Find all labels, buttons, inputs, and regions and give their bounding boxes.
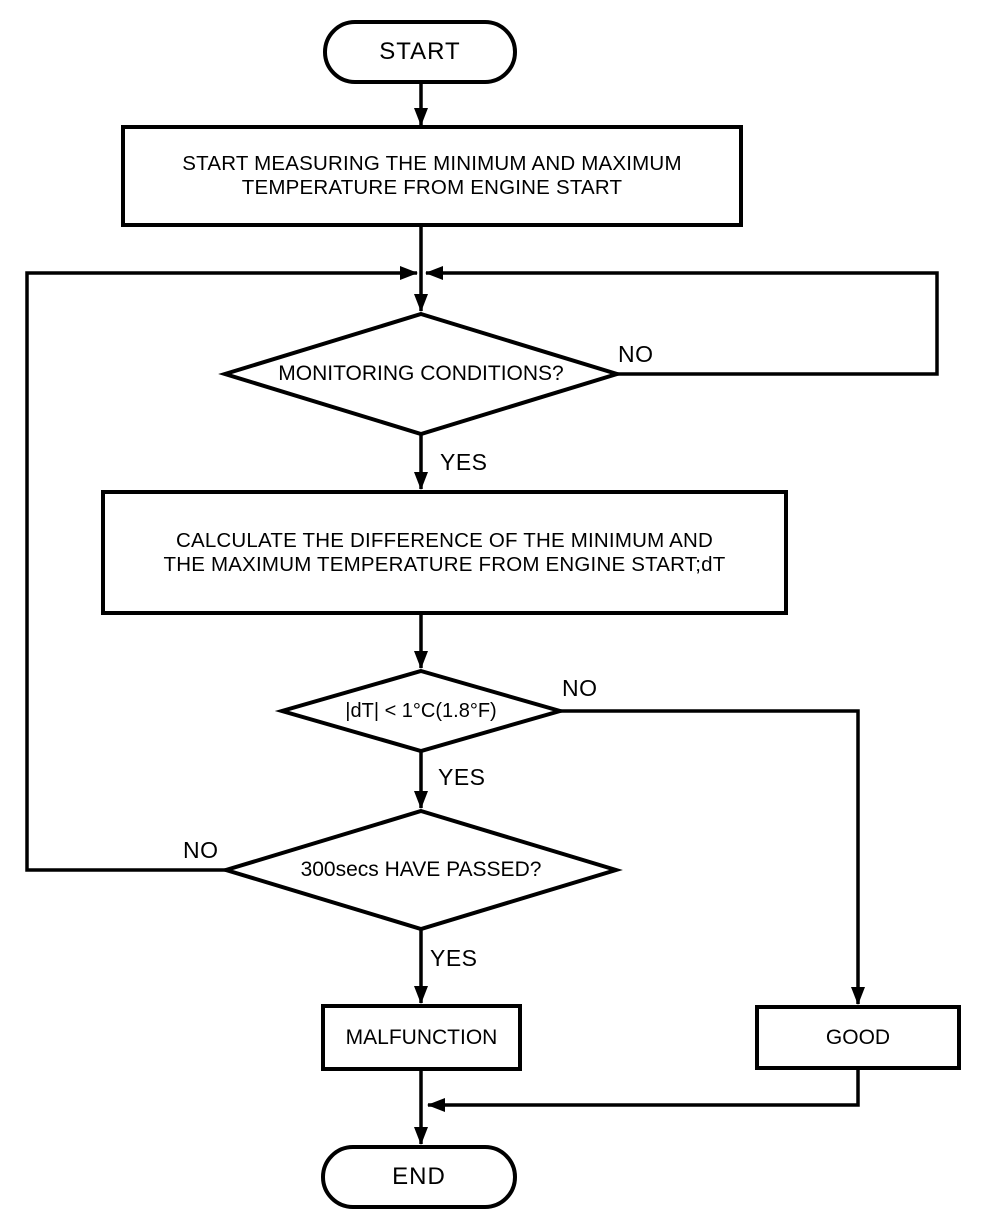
end-terminator-shape — [321, 1145, 517, 1209]
node-good: GOOD — [757, 1007, 959, 1068]
calculate-process-shape — [101, 490, 788, 615]
node-secs-check-label: 300secs HAVE PASSED? — [300, 858, 542, 881]
dt-decision-shape — [274, 668, 568, 754]
measure-process-shape — [121, 125, 743, 227]
edge-good-to-end-join — [427, 1068, 860, 1112]
node-malfunction-label: MALFUNCTION — [345, 1025, 498, 1049]
node-measure-line2: TEMPERATURE FROM ENGINE START — [241, 176, 623, 199]
node-calculate-line1: CALCULATE THE DIFFERENCE OF THE MINIMUM … — [175, 528, 714, 552]
edge-label-dt-yes: YES — [438, 764, 486, 790]
node-end-label: END — [392, 1163, 446, 1190]
node-dt-check-label: |dT| < 1°C(1.8°F) — [345, 699, 497, 722]
edge-label-secs-yes: YES — [430, 945, 478, 971]
start-terminator-shape — [323, 20, 517, 84]
node-dt-check: |dT| < 1°C(1.8°F) — [282, 671, 560, 751]
edge-dt-no-to-good — [560, 709, 865, 1005]
node-start: START — [325, 22, 515, 82]
node-good-label: GOOD — [825, 1025, 891, 1049]
node-measure-line1: START MEASURING THE MINIMUM AND MAXIMUM — [182, 152, 682, 175]
node-measure: START MEASURING THE MINIMUM AND MAXIMUM … — [123, 127, 741, 225]
node-end: END — [323, 1147, 515, 1207]
node-secs-check: 300secs HAVE PASSED? — [226, 811, 616, 929]
node-calculate: CALCULATE THE DIFFERENCE OF THE MINIMUM … — [103, 492, 786, 613]
edge-secs-no-loop — [25, 266, 418, 872]
node-monitoring-label: MONITORING CONDITIONS? — [278, 362, 564, 385]
node-monitoring: MONITORING CONDITIONS? — [225, 314, 617, 434]
secs-decision-shape — [219, 808, 623, 932]
node-start-label: START — [379, 38, 461, 65]
monitoring-decision-shape — [218, 311, 624, 437]
edge-label-monitoring-yes: YES — [440, 449, 488, 475]
edge-label-secs-no: NO — [183, 837, 219, 863]
node-calculate-line2: THE MAXIMUM TEMPERATURE FROM ENGINE STAR… — [163, 552, 726, 576]
good-process-shape — [755, 1005, 961, 1070]
edge-monitoring-no-loop — [425, 266, 939, 376]
node-malfunction: MALFUNCTION — [323, 1006, 520, 1069]
edge-label-monitoring-no: NO — [618, 341, 654, 367]
malfunction-process-shape — [321, 1004, 522, 1071]
edge-label-dt-no: NO — [562, 675, 598, 701]
